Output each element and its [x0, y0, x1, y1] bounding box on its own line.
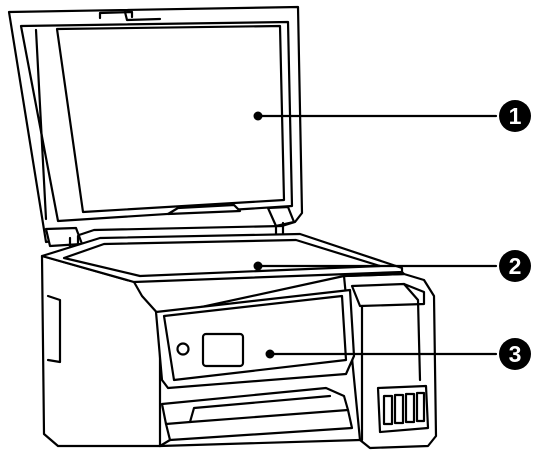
control-panel-housing: [154, 288, 356, 390]
callout-badge-2: 2: [499, 250, 531, 282]
callout-badge-1: 1: [499, 100, 531, 132]
leader-dot-1: [253, 111, 263, 121]
power-button-icon: [176, 342, 190, 356]
lcd-screen: [201, 332, 245, 368]
leader-lines: [256, 114, 498, 356]
printer-body: [40, 254, 406, 448]
ink-tank-unit: [342, 272, 438, 450]
document-cover: [7, 5, 304, 254]
callout-label-1: 1: [509, 103, 522, 129]
leader-dot-2: [253, 261, 263, 271]
output-tray: [158, 386, 354, 448]
callout-label-3: 3: [509, 341, 522, 367]
leader-dot-3: [265, 349, 275, 359]
callout-label-2: 2: [509, 253, 522, 279]
callout-badge-3: 3: [499, 338, 531, 370]
